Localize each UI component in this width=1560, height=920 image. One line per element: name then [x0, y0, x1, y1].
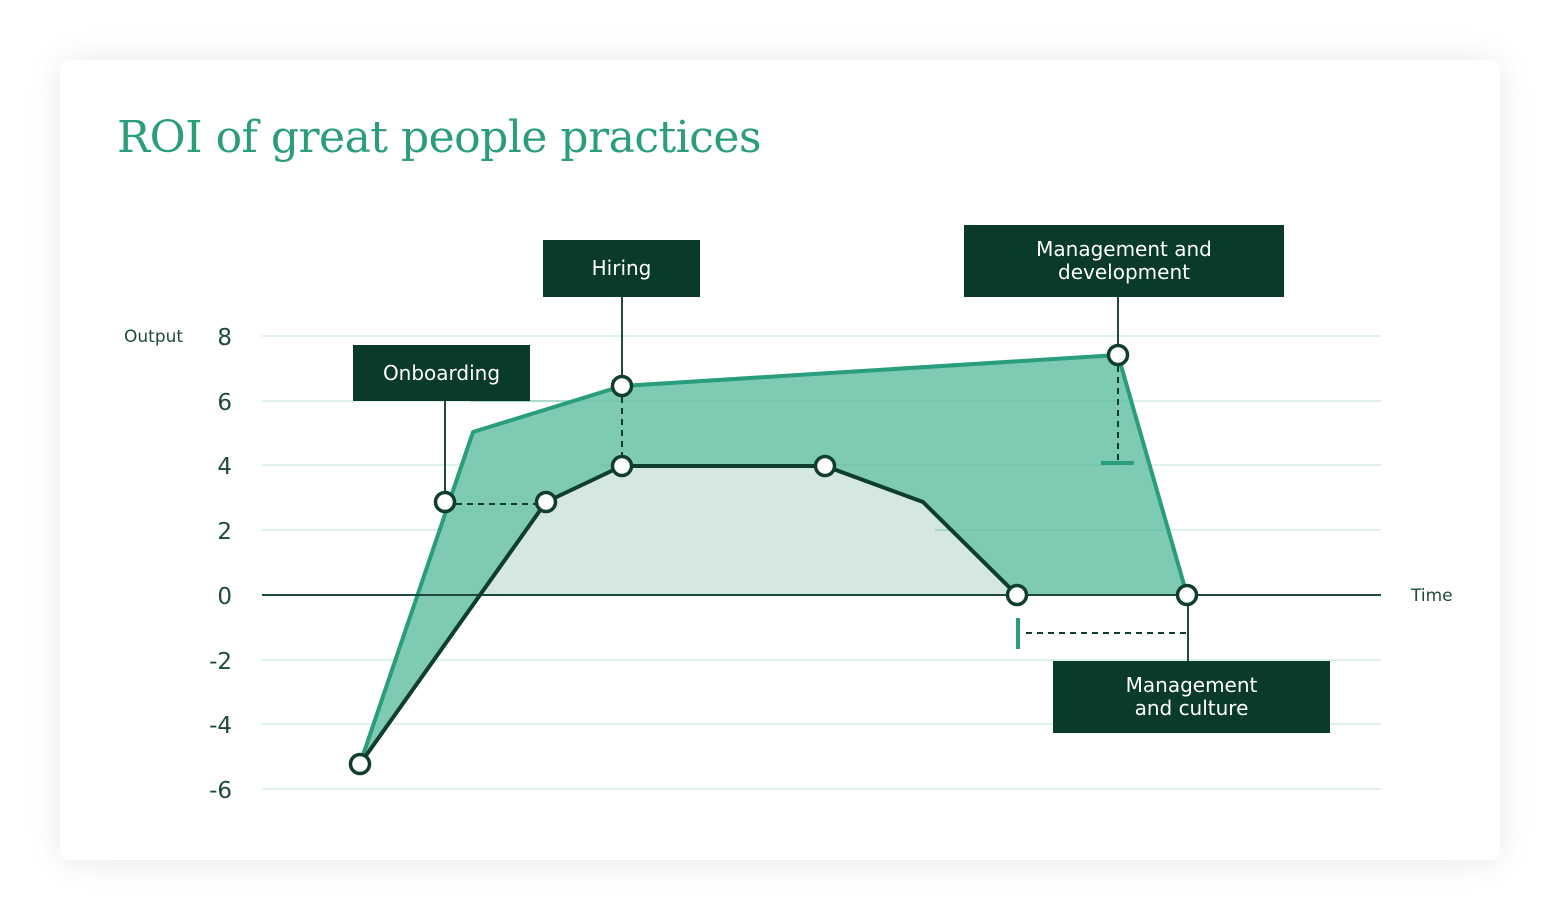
- marker: [610, 374, 634, 398]
- marker: [813, 454, 837, 478]
- y-tick: -6: [209, 778, 232, 804]
- callout-management-culture: Management and culture: [1053, 661, 1330, 733]
- marker: [1175, 583, 1199, 607]
- y-axis-label: Output: [124, 327, 183, 347]
- y-tick: 0: [217, 584, 232, 610]
- lower-area: [482, 466, 1017, 595]
- lower-line: [358, 464, 1019, 766]
- marker: [433, 490, 457, 514]
- data-markers: [348, 343, 1199, 776]
- callout-management-development: Management and development: [964, 225, 1284, 297]
- y-tick: 4: [217, 454, 232, 480]
- callout-hiring: Hiring: [543, 240, 700, 297]
- y-tick: 6: [217, 390, 232, 416]
- marker: [348, 752, 372, 776]
- connectors: [444, 296, 1189, 662]
- y-tick: 2: [217, 519, 232, 545]
- y-axis-ticks: 8 6 4 2 0 -2 -4 -6: [209, 325, 232, 804]
- y-tick: 8: [217, 325, 232, 351]
- chart-title: ROI of great people practices: [117, 112, 762, 163]
- upper-area: [360, 355, 1187, 764]
- y-tick: -2: [209, 649, 232, 675]
- x-axis-label: Time: [1410, 586, 1453, 606]
- marker: [1005, 583, 1029, 607]
- y-tick: -4: [209, 713, 232, 739]
- marker: [534, 490, 558, 514]
- callout-onboarding: Onboarding: [353, 345, 530, 401]
- marker: [1106, 343, 1130, 367]
- marker: [610, 454, 634, 478]
